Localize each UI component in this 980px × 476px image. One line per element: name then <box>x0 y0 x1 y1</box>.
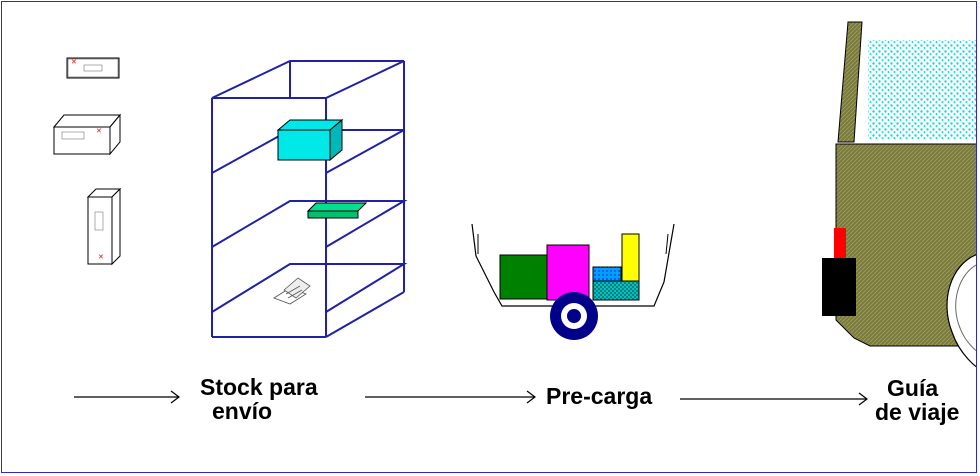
svg-text:✕: ✕ <box>98 253 104 261</box>
stock-label-line2: envío <box>212 398 273 424</box>
stock-label: Stock para envío <box>200 375 318 423</box>
arrow-right-icon <box>365 390 536 404</box>
shelving-unit-icon <box>211 60 408 338</box>
precarga-label: Pre-carga <box>546 384 652 408</box>
svg-text:✕: ✕ <box>96 127 102 135</box>
green-box <box>306 202 368 219</box>
guia-label-line1: Guía <box>887 375 939 401</box>
guia-label-line2: de viaje <box>875 399 960 425</box>
envelope-package-icon: ✕ <box>66 57 120 79</box>
precarga-label-text: Pre-carga <box>546 383 653 409</box>
arrow-right-icon <box>680 392 868 406</box>
arrow-right-icon <box>74 390 180 404</box>
stock-label-line1: Stock para <box>200 374 318 400</box>
cyan-box <box>276 118 344 162</box>
guia-label: Guía de viaje <box>875 376 959 424</box>
delivery-truck-icon <box>822 21 976 368</box>
papers-icon <box>273 277 311 305</box>
tall-box-package-icon: ✕ <box>86 187 122 266</box>
hand-cart-icon <box>471 223 675 340</box>
box-package-icon: ✕ <box>52 113 122 156</box>
svg-text:✕: ✕ <box>71 58 77 66</box>
